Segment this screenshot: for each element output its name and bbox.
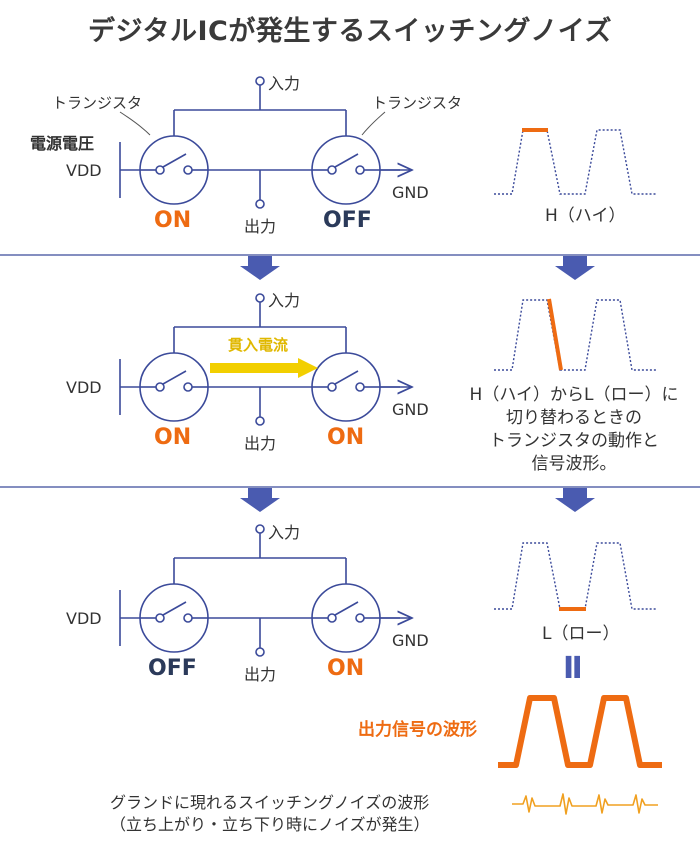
gnd-label-2: GND (392, 400, 429, 419)
noise-waveform (512, 793, 658, 815)
switch-contact (155, 613, 165, 623)
waveform-label-high: H（ハイ） (545, 206, 626, 226)
switch-blade (162, 601, 187, 616)
equals-sign: Ⅱ (563, 651, 583, 686)
switch-contact (183, 382, 193, 392)
switch-contact (355, 382, 365, 392)
right-transistor-state-1: OFF (323, 208, 372, 233)
left-transistor-state-3: OFF (148, 656, 197, 681)
output-terminal (255, 199, 265, 209)
down-arrow-left-1 (240, 256, 280, 280)
circuit-stage-3 (119, 524, 412, 657)
switch-contact (355, 613, 365, 623)
switch-contact (155, 382, 165, 392)
left-transistor-state-2: ON (154, 425, 192, 450)
output-label-3: 出力 (244, 665, 277, 684)
transistor-pointer-left (119, 111, 151, 136)
through-current-label: 貫入電流 (228, 336, 289, 354)
input-terminal (255, 76, 265, 86)
falling-edge-highlight (547, 298, 563, 371)
vdd-label-3: VDD (66, 609, 102, 628)
down-arrow-left-2 (240, 488, 280, 512)
circuit-stage-1 (119, 76, 412, 209)
dotted-waveform (494, 542, 656, 610)
noise-waveform-label: グランドに現れるスイッチングノイズの波形 （立ち上がり・立ち下り時にノイズが発生… (110, 793, 430, 834)
vdd-label-2: VDD (66, 378, 102, 397)
transistor-label-left: トランジスタ (52, 94, 143, 112)
waveform-stage-2 (494, 298, 656, 371)
dotted-waveform (494, 129, 656, 195)
switch-contact (327, 165, 337, 175)
output-terminal (255, 647, 265, 657)
output-waveform-label: 出力信号の波形 (358, 720, 477, 740)
output-label-1: 出力 (244, 217, 277, 236)
switch-contact (183, 613, 193, 623)
output-terminal (255, 416, 265, 426)
input-terminal (255, 293, 265, 303)
transistor-pointer-right (361, 111, 386, 136)
gnd-label-3: GND (392, 631, 429, 650)
right-transistor-state-2: ON (327, 425, 365, 450)
switch-blade (334, 153, 359, 168)
transistor-label-right: トランジスタ (372, 94, 463, 112)
right-transistor-state-3: ON (327, 656, 365, 681)
input-label-1: 入力 (268, 74, 301, 93)
switch-blade (162, 153, 187, 168)
page-title: デジタルICが発生するスイッチングノイズ (88, 16, 612, 47)
through-current-arrow (210, 358, 318, 378)
switch-contact (327, 613, 337, 623)
input-terminal (255, 524, 265, 534)
waveform-stage-3 (494, 542, 656, 611)
vdd-label-1: VDD (66, 161, 102, 180)
input-label-2: 入力 (268, 291, 301, 310)
power-supply-label: 電源電圧 (30, 134, 95, 153)
waveform-stage-1 (494, 128, 656, 195)
switch-blade (334, 370, 359, 385)
input-label-3: 入力 (268, 523, 301, 542)
dotted-waveform (494, 299, 656, 371)
switch-contact (355, 165, 365, 175)
transition-caption: H（ハイ）からL（ロー）に 切り替わるときの トランジスタの動作と 信号波形。 (469, 385, 679, 474)
gnd-label-1: GND (392, 183, 429, 202)
down-arrow-right-1 (555, 256, 595, 280)
output-label-2: 出力 (244, 434, 277, 453)
switch-contact (155, 165, 165, 175)
switch-contact (183, 165, 193, 175)
switch-blade (162, 370, 187, 385)
switch-blade (334, 601, 359, 616)
left-transistor-state-1: ON (154, 208, 192, 233)
down-arrow-right-2 (555, 488, 595, 512)
circuit-stage-2 (119, 293, 412, 426)
switch-contact (327, 382, 337, 392)
waveform-label-low: L（ロー） (542, 624, 620, 644)
output-waveform (498, 695, 662, 768)
